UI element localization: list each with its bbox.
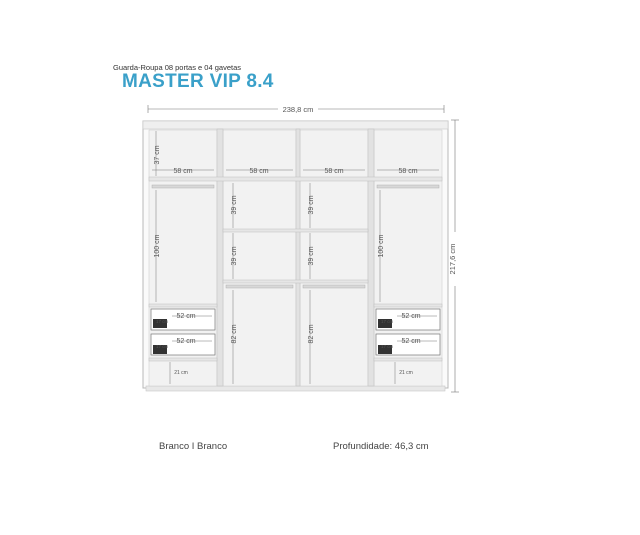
shelf-spacing-label-1: 39 cm xyxy=(231,195,238,214)
total-height-dimension xyxy=(451,119,459,393)
hanging-height-label-right: 100 cm xyxy=(378,234,385,257)
drawer-width-label-1: 52 cm xyxy=(176,313,195,320)
drawer-shelves xyxy=(148,303,443,362)
drawer-height-label-4: 17 cm xyxy=(381,344,394,349)
bottom-space-label-left: 21 cm xyxy=(174,370,188,376)
drawers-left xyxy=(150,308,216,356)
total-width-label: 238,8 cm xyxy=(283,105,314,114)
module-width-label-1: 58 cm xyxy=(173,168,192,175)
product-subtitle: Guarda-Roupa 08 portas e 04 gavetas xyxy=(113,63,242,72)
dimension-lines xyxy=(152,131,439,384)
top-height-label: 37 cm xyxy=(154,145,161,164)
hanging-height-label-left: 100 cm xyxy=(154,234,161,257)
lower-hanging-label-2: 82 cm xyxy=(308,324,315,343)
depth-label: Profundidade: 46,3 cm xyxy=(333,441,429,452)
drawer-height-label-1: 17 cm xyxy=(156,319,169,324)
module-width-label-2: 58 cm xyxy=(249,168,268,175)
middle-shelves xyxy=(222,228,369,284)
drawer-width-label-2: 52 cm xyxy=(176,338,195,345)
shelf-spacing-label-4: 39 cm xyxy=(308,246,315,265)
total-height-label: 217,6 cm xyxy=(448,244,457,275)
product-title: MASTER VIP 8.4 xyxy=(122,71,274,92)
hanging-rails xyxy=(151,184,440,289)
module-width-label-4: 58 cm xyxy=(398,168,417,175)
shelf-spacing-label-2: 39 cm xyxy=(231,246,238,265)
drawers-right xyxy=(375,308,441,356)
drawer-height-label-3: 17 cm xyxy=(381,319,394,324)
drawer-width-label-4: 52 cm xyxy=(401,338,420,345)
lower-hanging-label-1: 82 cm xyxy=(231,324,238,343)
shelf-spacing-label-3: 39 cm xyxy=(308,195,315,214)
total-width-dimension xyxy=(147,105,445,113)
module-width-label-3: 58 cm xyxy=(324,168,343,175)
bottom-space-label-right: 21 cm xyxy=(399,370,413,376)
top-shelf xyxy=(148,176,443,182)
drawer-width-label-3: 52 cm xyxy=(401,313,420,320)
drawer-height-label-2: 17 cm xyxy=(156,344,169,349)
color-label: Branco I Branco xyxy=(159,441,228,452)
partitions xyxy=(216,128,375,387)
